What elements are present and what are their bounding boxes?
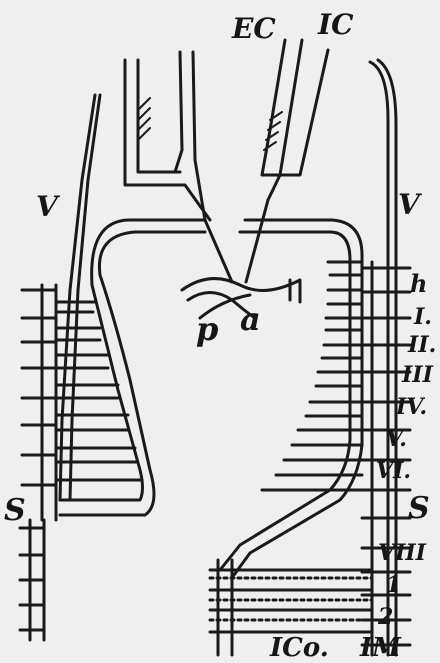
lower-chain-left [218,560,232,655]
external-carotid-right [138,60,180,172]
right-arch-inner [234,220,362,575]
label-v: V. [386,426,407,452]
label-v-right: V [398,188,423,221]
label-ic: IC [317,8,354,41]
lower-chain-rungs [210,570,372,632]
internal-carotid-right [193,52,205,220]
label-iv: IV. [395,394,427,420]
common-carotid-branch [262,40,328,175]
label-h: h [410,269,427,298]
branch-ticks [138,98,282,150]
label-iii: III [401,362,434,388]
internal-carotid-left [175,52,182,172]
label-p: p [196,310,218,348]
arch-neck-left [205,220,232,282]
label-v-left: V [36,190,61,223]
label-ii: II. [407,332,436,358]
label-viii: VIII [378,540,427,566]
left-chain-rungs [20,290,56,630]
left-chain-inner [44,285,56,640]
label-ec: EC [231,12,276,45]
label-1: 1 [386,572,401,598]
label-s-left: S [4,493,26,528]
label-a: a [240,300,261,338]
label-2: 2 [377,604,393,630]
left-arch [60,232,205,515]
label-s-right: S [408,491,430,526]
label-im: IM [359,633,402,663]
left-chain-outer [30,285,42,640]
label-i: I. [413,304,432,330]
label-ico: ICo. [269,633,329,663]
label-vi: VI. [376,458,411,484]
left-ladder-boxes [56,302,142,480]
arch-neck-right [246,200,268,282]
